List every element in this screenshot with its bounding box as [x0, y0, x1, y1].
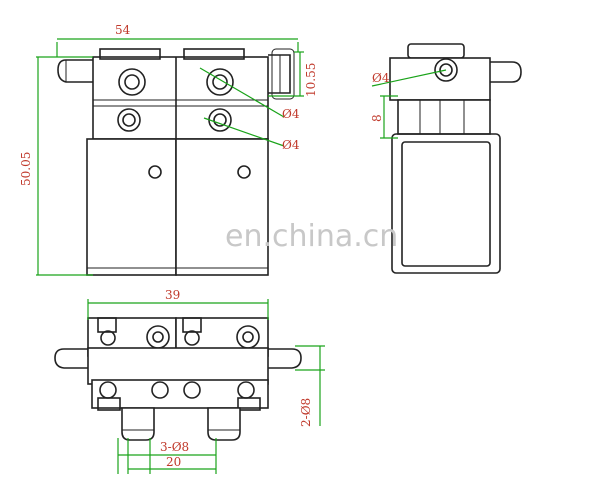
front-port-label-2: Ø4	[282, 138, 300, 152]
bottom-port-2	[207, 407, 241, 441]
front-manifold	[92, 56, 269, 140]
bottom-width-label: 39	[165, 288, 180, 302]
side-coil-bracket	[391, 133, 501, 274]
port-leader-2	[203, 117, 285, 147]
bottom-spacing-label: 20	[166, 455, 181, 469]
front-port-label-1: Ø4	[282, 107, 300, 121]
bottom-right-hose-barb	[268, 348, 302, 369]
front-right-upper-fitting	[206, 68, 234, 96]
front-left-coil	[86, 138, 177, 276]
front-right-height-label: 10.55	[304, 63, 318, 97]
side-fitting	[434, 58, 458, 82]
bottom-ports-label: 3-Ø8	[160, 440, 189, 454]
bottom-view-dimensions: 39 2-Ø8 3-Ø8 20	[87, 288, 325, 474]
front-view	[57, 48, 295, 276]
front-width-label: 54	[115, 23, 131, 37]
port-leader-1	[199, 67, 285, 118]
front-right-coil	[175, 138, 269, 276]
watermark: en.china.cn	[225, 219, 398, 254]
front-height-label: 50.05	[19, 152, 33, 186]
bottom-right-ports-label: 2-Ø8	[299, 398, 313, 427]
front-right-connector	[268, 54, 291, 94]
side-port-leader	[371, 69, 447, 87]
bottom-manifold	[87, 347, 269, 385]
bottom-left-hose-barb	[54, 348, 88, 369]
front-left-hose-barb	[57, 59, 93, 83]
front-left-lower-fitting	[117, 108, 141, 132]
front-view-dimensions: 54 50.05 10.55 Ø4 Ø4	[19, 23, 318, 276]
bottom-port-1	[121, 407, 155, 441]
side-hose-barb	[490, 61, 522, 83]
side-offset-label: 8	[370, 114, 384, 122]
side-port-label: Ø4	[372, 71, 390, 85]
side-view-dimensions: Ø4 8	[370, 69, 447, 139]
front-left-upper-fitting	[118, 68, 146, 96]
bottom-view	[54, 317, 302, 441]
